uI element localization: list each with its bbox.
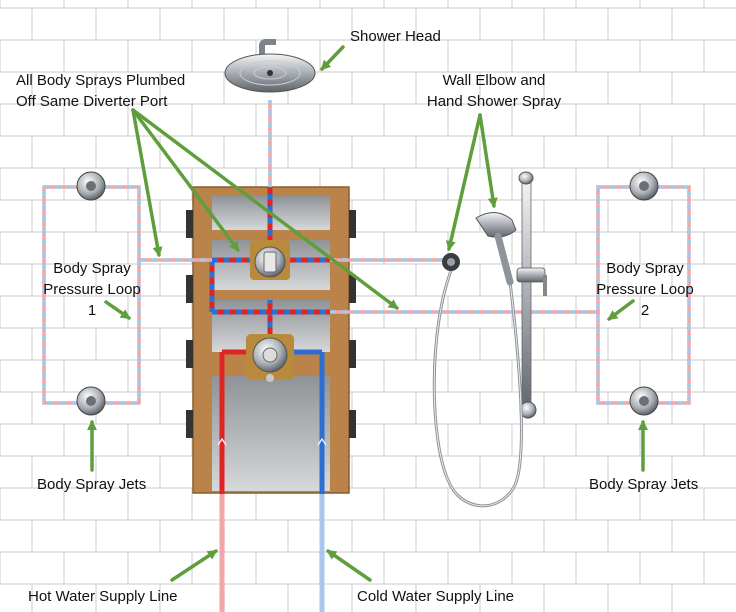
supply-lines — [217, 349, 327, 612]
diverter-valve-icon — [250, 240, 290, 280]
label-all-body-sprays-line2: Off Same Diverter Port — [16, 93, 168, 110]
label-loop-left-line3: 1 — [87, 302, 97, 319]
arrow-body-sprays-2 — [131, 108, 240, 252]
callout-arrows — [87, 45, 648, 582]
arrow-loop-2 — [607, 299, 635, 321]
label-loop-right-line3: 2 — [640, 302, 650, 319]
label-jets-right: Body Spray Jets — [589, 476, 699, 493]
label-loop-left-line2: Pressure Loop — [43, 281, 141, 298]
jet-bottom-right-icon — [629, 386, 659, 416]
arrow-cold-supply — [326, 549, 372, 582]
hand-shower-assembly — [432, 171, 547, 508]
arrow-hot-supply — [170, 549, 218, 582]
label-shower-head: Shower Head — [350, 28, 441, 45]
arrow-loop-1 — [104, 300, 131, 320]
label-jets-left: Body Spray Jets — [37, 476, 147, 493]
jet-bottom-left-icon — [76, 386, 106, 416]
shower-head-icon — [224, 39, 316, 93]
jet-top-right-icon — [629, 171, 659, 201]
label-loop-left-line1: Body Spray — [53, 260, 131, 277]
arrow-wall-elbow — [445, 113, 482, 251]
body-spray-jets — [76, 171, 659, 416]
arrow-shower-head — [320, 45, 345, 71]
arrow-body-sprays-3 — [131, 108, 399, 310]
mixing-valve-icon — [246, 334, 294, 382]
label-hot-supply: Hot Water Supply Line — [28, 588, 178, 605]
arrow-hand-shower — [478, 113, 498, 208]
label-loop-right-line2: Pressure Loop — [596, 281, 694, 298]
label-cold-supply: Cold Water Supply Line — [357, 588, 515, 605]
jet-top-left-icon — [76, 171, 106, 201]
label-wall-elbow-line1: Wall Elbow and — [442, 72, 546, 89]
arrow-body-sprays-1 — [131, 108, 163, 257]
label-wall-elbow-line2: Hand Shower Spray — [426, 93, 562, 110]
label-all-body-sprays-line1: All Body Sprays Plumbed — [16, 72, 186, 89]
label-loop-right-line1: Body Spray — [606, 260, 684, 277]
wall-elbow-icon — [442, 253, 460, 271]
